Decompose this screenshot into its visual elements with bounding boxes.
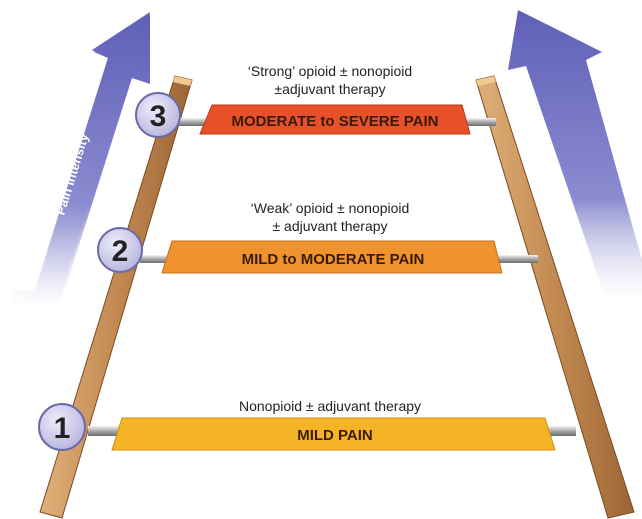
- step-1-level-label: MILD PAIN: [297, 427, 373, 444]
- step-2-therapy-line1: ‘Weak’ opioid ± nonopioid: [251, 200, 410, 216]
- step-3-therapy-line2: ±adjuvant therapy: [274, 81, 385, 97]
- step-2-therapy-line2: ± adjuvant therapy: [272, 218, 387, 234]
- step-1-badge: [38, 403, 86, 451]
- step-2-number: 2: [112, 235, 129, 268]
- right-arrow-shape: [508, 10, 642, 300]
- step-3-level-label: MODERATE to SEVERE PAIN: [232, 113, 439, 130]
- step-1: Nonopioid ± adjuvant therapy MILD PAIN 1: [38, 398, 556, 451]
- step-1-number: 1: [54, 412, 71, 445]
- step-3-badge: [135, 92, 181, 138]
- left-intensity-arrow: Pain intensity: [8, 12, 150, 308]
- left-rail: [39, 75, 193, 519]
- step-3: ‘Strong’ opioid ± nonopioid ±adjuvant th…: [135, 63, 471, 138]
- right-intensity-arrow: [508, 10, 642, 300]
- step-2-plank: [161, 240, 503, 274]
- step-2: ‘Weak’ opioid ± nonopioid ± adjuvant the…: [97, 200, 503, 274]
- step-1-plank: [111, 417, 556, 451]
- step-3-therapy-line1: ‘Strong’ opioid ± nonopioid: [248, 63, 412, 79]
- step-2-level-label: MILD to MODERATE PAIN: [242, 251, 425, 268]
- step-2-badge: [97, 227, 143, 273]
- step-3-number: 3: [150, 100, 167, 133]
- step-3-plank: [199, 104, 471, 135]
- step-1-therapy-line1: Nonopioid ± adjuvant therapy: [239, 398, 421, 414]
